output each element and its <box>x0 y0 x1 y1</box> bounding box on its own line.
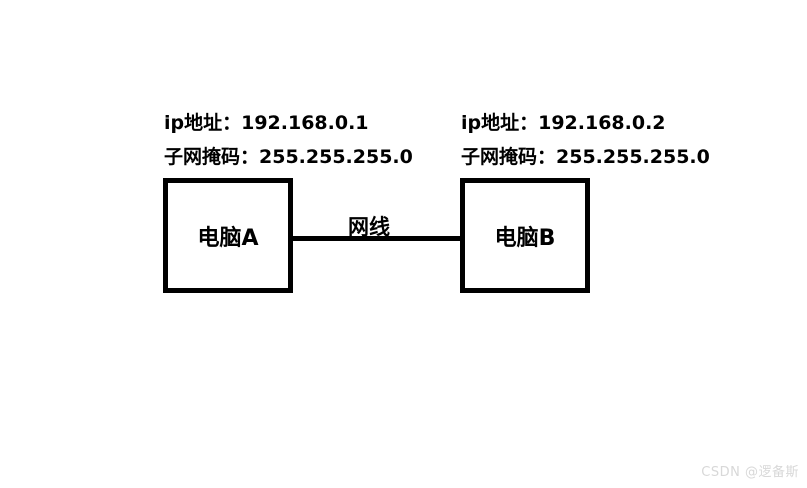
node-b-mask-line: 子网掩码：255.255.255.0 <box>461 146 710 168</box>
node-computer-b: 电脑B <box>460 178 590 293</box>
node-computer-a: 电脑A <box>163 178 293 293</box>
node-b-ip-line: ip地址：192.168.0.2 <box>461 112 666 134</box>
node-a-label: 电脑A <box>197 225 259 251</box>
watermark: CSDN @逻备斯 <box>701 465 799 480</box>
node-b-label: 电脑B <box>494 225 556 251</box>
node-a-ip-line: ip地址：192.168.0.1 <box>164 112 369 134</box>
network-cable-line <box>291 236 462 241</box>
node-a-mask-line: 子网掩码：255.255.255.0 <box>164 146 413 168</box>
node-a-annotation: ip地址：192.168.0.1 子网掩码：255.255.255.0 <box>164 106 413 174</box>
network-cable-label: 网线 <box>348 215 390 239</box>
node-b-annotation: ip地址：192.168.0.2 子网掩码：255.255.255.0 <box>461 106 710 174</box>
